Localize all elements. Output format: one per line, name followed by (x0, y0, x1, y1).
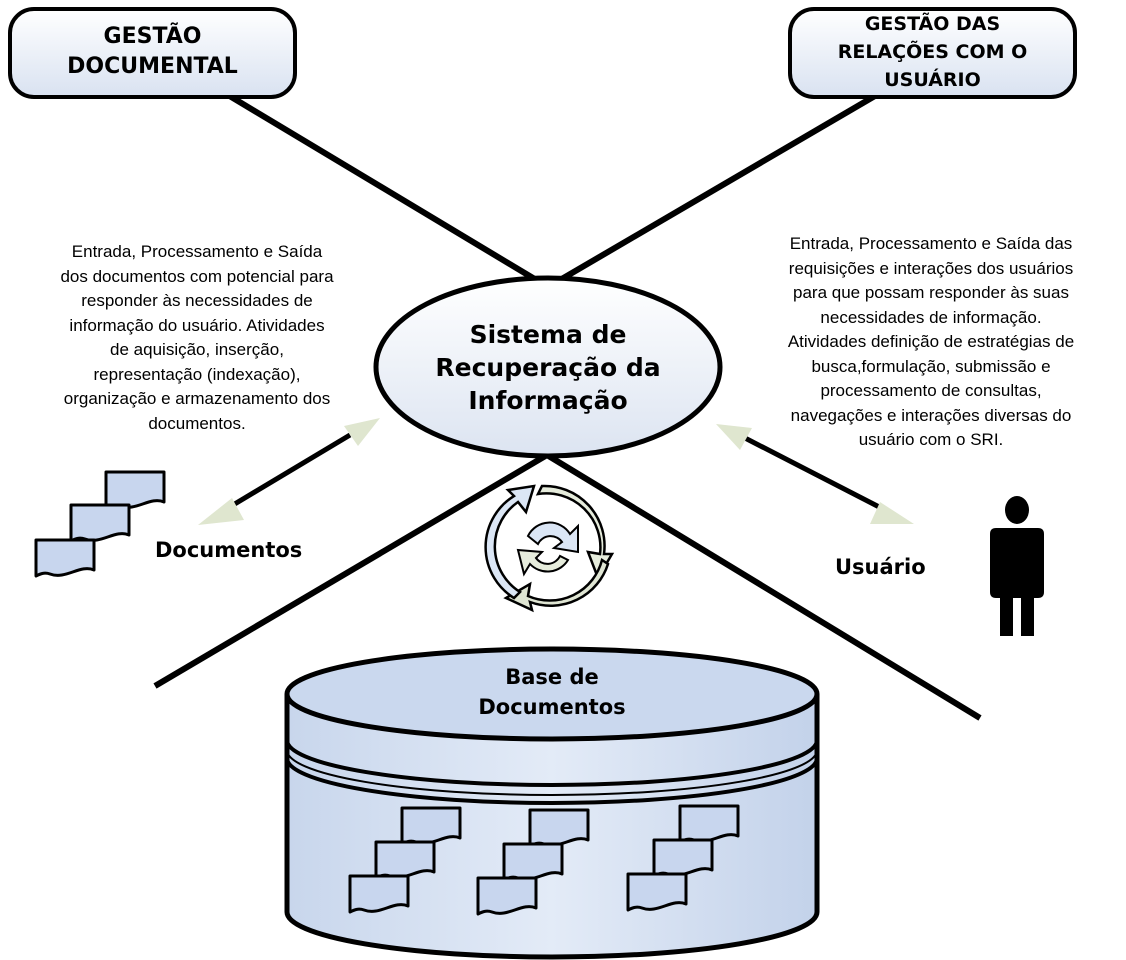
base-documentos-label: Base de Documentos (402, 662, 702, 722)
right-description-line: busca,formulação, submissão e (811, 356, 1051, 376)
left-description-line: informação do usuário. Atividades (69, 315, 325, 335)
left-description-line: representação (indexação), (93, 364, 301, 384)
left-description-line: organização e armazenamento dos (63, 389, 331, 408)
right-description-line: requisições e interações dos usuários (788, 258, 1074, 278)
sistema-recuperacao-label: Sistema de Recuperação da Informação (398, 318, 698, 417)
connector-lines (153, 90, 982, 721)
right-description-line: Entrada, Processamento e Saída das (789, 234, 1073, 253)
gestao-relacoes-box (788, 7, 1077, 99)
right-description-line: navegações e interações diversas do (790, 405, 1072, 425)
right-description-line: processamento de consultas, (820, 381, 1042, 400)
right-description-line: usuário com o SRI. (858, 430, 1004, 449)
gestao-relacoes-line-1: GESTÃO DAS (864, 13, 1001, 35)
gestao-documental-label: GESTÃO DOCUMENTAL (10, 22, 295, 82)
gestao-relacoes-label: GESTÃO DAS RELAÇÕES COM O USUÁRIO (790, 10, 1075, 94)
documentos-label: Documentos (155, 538, 303, 562)
center-line-3: Informação (468, 386, 628, 415)
left-description-line: de aquisição, inserção, (110, 340, 284, 359)
left-description-line: Entrada, Processamento e Saída (71, 242, 323, 261)
cycle-arrows-icon (484, 484, 615, 613)
documentos-arrow (198, 418, 380, 525)
usuario-arrow (716, 424, 914, 524)
stacked-documents-icon (34, 470, 166, 578)
gestao-documental-line-1: GESTÃO (103, 24, 202, 49)
right-description-line: necessidades de informação. (820, 307, 1042, 327)
sistema-recuperacao-ellipse (373, 275, 723, 459)
right-description-line: Atividades definição de estratégias de (787, 332, 1075, 351)
database-cylinder-icon (284, 646, 820, 960)
right-description: Entrada, Processamento e Saída das requi… (738, 232, 1124, 453)
gestao-documental-box (8, 7, 297, 99)
center-line-1: Sistema de (469, 320, 627, 349)
usuario-label: Usuário (835, 555, 926, 579)
left-description-line: responder às necessidades de (81, 291, 313, 310)
gestao-relacoes-line-3: USUÁRIO (884, 69, 981, 91)
left-description-line: documentos. (148, 413, 246, 433)
gestao-documental-line-2: DOCUMENTAL (67, 54, 238, 79)
right-description-line: para que possam responder às suas (793, 283, 1069, 302)
person-icon (990, 496, 1044, 636)
left-description: Entrada, Processamento e Saída dos docum… (12, 240, 382, 436)
gestao-relacoes-line-2: RELAÇÕES COM O (837, 41, 1028, 63)
base-documentos-line-1: Base de (505, 665, 599, 689)
left-description-line: dos documentos com potencial para (60, 266, 334, 286)
base-documentos-line-2: Documentos (478, 695, 626, 719)
center-line-2: Recuperação da (435, 353, 661, 382)
